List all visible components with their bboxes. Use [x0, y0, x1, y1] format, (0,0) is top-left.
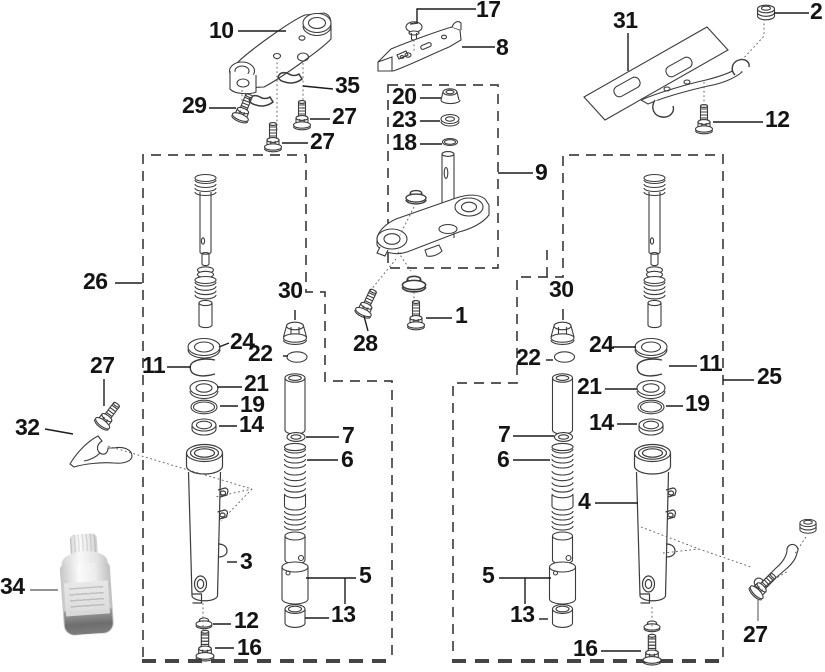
upper-triple-clamp [228, 12, 332, 95]
bolt-27-left [92, 398, 125, 433]
grommet-2 [756, 4, 776, 21]
callout-14-right: 14 [589, 409, 614, 435]
callout-2: 2 [810, 0, 823, 24]
callout-20: 20 [392, 83, 417, 109]
stem-nut-upper [405, 189, 427, 205]
bolt-1 [406, 300, 426, 331]
callout-21-left: 21 [244, 370, 269, 396]
callout-17: 17 [476, 0, 501, 22]
dashed-box-right-fork [452, 154, 724, 657]
damper-rod-left [194, 173, 217, 329]
callout-24-right: 24 [589, 331, 614, 357]
spring-column-left [281, 321, 309, 628]
nut-12-bottom [195, 617, 213, 630]
callout-5-right: 5 [482, 562, 495, 588]
callout-10: 10 [209, 17, 234, 43]
callout-19-left: 19 [240, 391, 265, 417]
callout-30-right: 30 [549, 276, 574, 302]
screw-17 [405, 21, 423, 41]
seal-stack-right [634, 337, 668, 436]
seal-stack-left [187, 337, 221, 436]
callout-13-left: 13 [331, 601, 356, 627]
callout-29: 29 [182, 92, 207, 118]
callout-14-left: 14 [239, 411, 264, 437]
callout-7-left: 7 [342, 422, 355, 448]
callout-5-left: 5 [359, 562, 372, 588]
callout-12-bottom: 12 [234, 607, 259, 633]
callout-18: 18 [392, 129, 417, 155]
callout-3: 3 [240, 548, 253, 574]
callout-31: 31 [613, 7, 638, 33]
callout-12-top: 12 [765, 106, 790, 132]
callout-21-right: 21 [577, 373, 602, 399]
callout-9: 9 [535, 159, 548, 185]
wire-clip [753, 543, 799, 590]
dashed-box-steering-stem [387, 84, 499, 269]
callout-24-left: 24 [230, 328, 255, 354]
bolt-16-left [195, 629, 215, 662]
mount-plate-31 [583, 26, 750, 121]
callout-4: 4 [578, 488, 591, 514]
retainer-clip-35b [248, 94, 274, 107]
stem-bracket-8 [377, 21, 462, 72]
callout-32: 32 [15, 414, 40, 440]
callout-11-left: 11 [142, 352, 166, 378]
callout-11-right: 11 [699, 350, 723, 376]
o-ring-18 [441, 137, 459, 147]
callout-34: 34 [0, 573, 25, 599]
damper-rod-right [643, 173, 666, 329]
callout-1: 1 [455, 302, 468, 328]
bottle-label [63, 580, 111, 617]
callout-23: 23 [392, 106, 417, 132]
bolt-27-b [263, 122, 283, 153]
callout-25: 25 [757, 363, 782, 389]
dashed-boxes [142, 84, 724, 663]
callout-35: 35 [335, 72, 360, 98]
reflector-bracket-32 [69, 435, 133, 468]
callout-27-left: 27 [90, 352, 115, 378]
fork-oil-bottle [55, 532, 118, 638]
bolt-28 [353, 285, 382, 321]
callout-6-right: 6 [497, 446, 510, 472]
grommet-br [799, 518, 817, 534]
callout-6-left: 6 [341, 446, 354, 472]
dashed-box-left-fork [142, 154, 393, 657]
callout-16-left: 16 [237, 634, 262, 660]
spring-column-right [548, 321, 577, 628]
fork-slider-right [633, 443, 677, 604]
dotted-leaders [107, 19, 807, 639]
callout-28: 28 [353, 330, 378, 356]
callout-27-top-1: 27 [332, 103, 357, 129]
callout-27-bottom-right: 27 [743, 621, 768, 647]
bolt-12-top [694, 104, 714, 135]
callout-27-top-2: 27 [310, 128, 335, 154]
stem-cap-20 [440, 88, 461, 105]
callout-16-right: 16 [573, 635, 598, 661]
bolt-27-a [292, 100, 312, 131]
lower-triple-clamp [376, 151, 490, 257]
callout-8: 8 [496, 34, 509, 60]
callout-26: 26 [83, 268, 108, 294]
callout-19-right: 19 [685, 390, 710, 416]
callout-22-right: 22 [516, 344, 541, 370]
callout-30-left: 30 [278, 277, 303, 303]
callout-22-left: 22 [248, 340, 273, 366]
fork-slider-left [185, 443, 229, 604]
stem-nut-lower [401, 275, 427, 293]
washer-23 [440, 113, 460, 127]
callout-13-right: 13 [510, 601, 535, 627]
callout-7-right: 7 [498, 421, 511, 447]
leader-lines [30, 8, 809, 652]
